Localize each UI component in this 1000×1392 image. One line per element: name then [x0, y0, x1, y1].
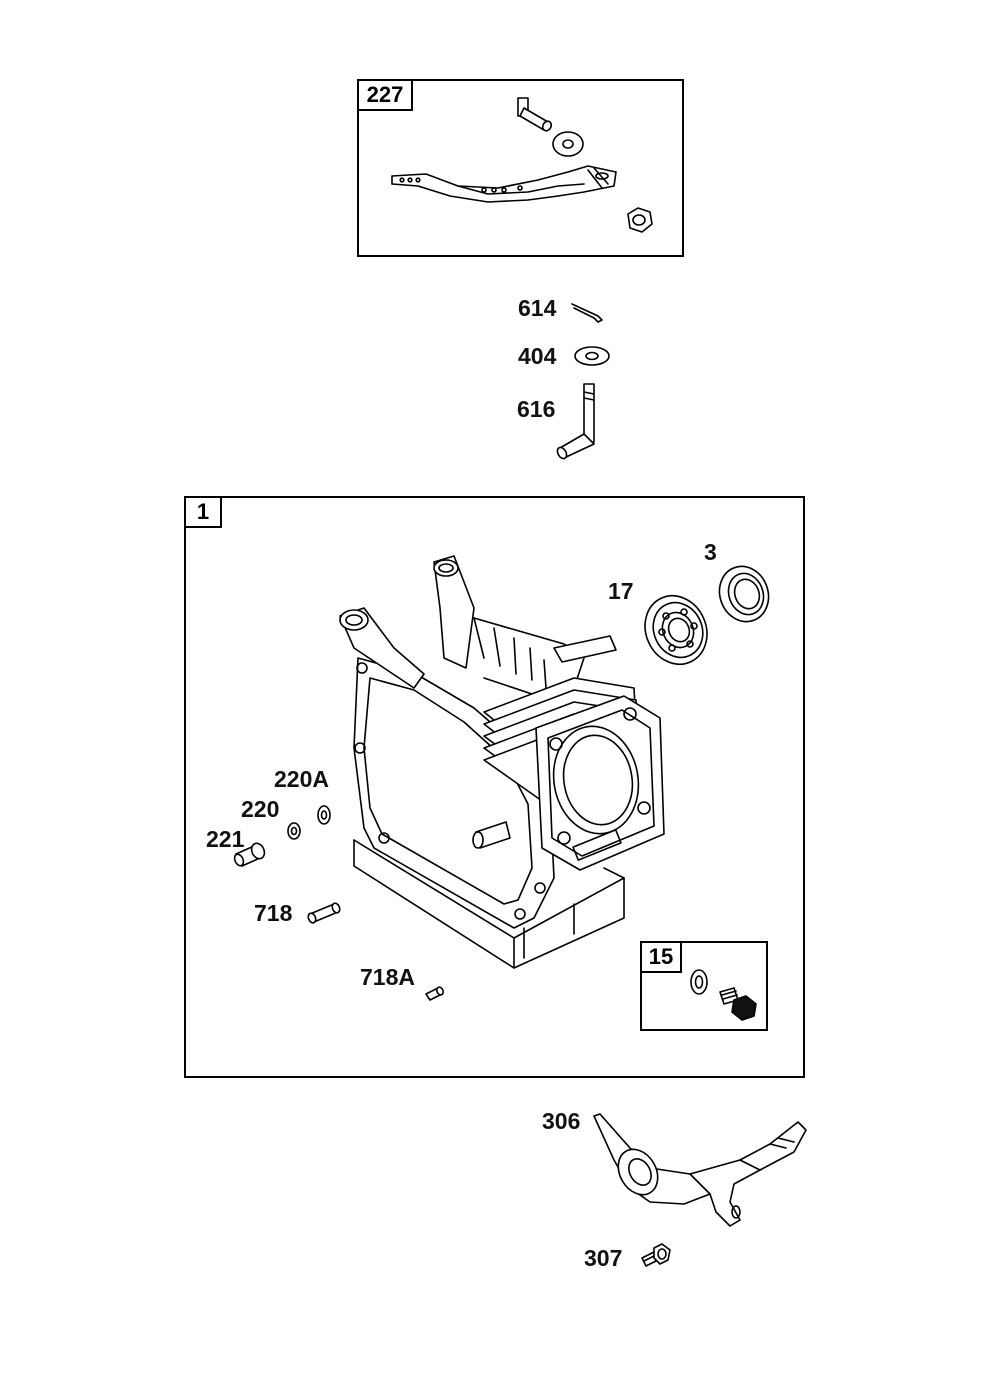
kit-tag-1: 1 — [184, 496, 222, 528]
callout-17: 17 — [608, 578, 634, 604]
bolt-307-part — [641, 1243, 671, 1267]
callout-307: 307 — [584, 1245, 623, 1271]
callout-3: 3 — [704, 539, 717, 565]
kit-box-1: 1 — [184, 496, 805, 1078]
bearing-part — [644, 595, 708, 665]
callout-614: 614 — [518, 295, 557, 321]
callout-718: 718 — [254, 900, 293, 926]
dowel-718A-part — [425, 986, 445, 1001]
kit-box-15: 15 — [640, 941, 768, 1031]
flat-washer-part — [574, 346, 610, 366]
kit-tag-15: 15 — [640, 941, 682, 973]
governor-nut-part — [627, 207, 653, 233]
kit-box-227: 227 — [357, 79, 684, 257]
bracket-306-part — [593, 1113, 807, 1227]
dowel-718-part — [307, 902, 341, 924]
drain-washer-part — [690, 969, 708, 995]
governor-bolt-part — [517, 97, 553, 132]
kit-tag-227: 227 — [357, 79, 413, 111]
governor-lever-part — [391, 165, 617, 203]
washer-220A-part — [317, 805, 331, 825]
callout-616: 616 — [517, 396, 556, 422]
governor-shaft-part — [556, 383, 595, 460]
oil-seal-part — [718, 565, 770, 623]
callout-404: 404 — [518, 343, 557, 369]
washer-220-part — [287, 822, 301, 840]
governor-washer-part — [552, 131, 584, 157]
cotter-pin-part — [571, 303, 603, 323]
pin-221-part — [233, 842, 266, 867]
callout-718A: 718A — [360, 964, 415, 990]
callout-306: 306 — [542, 1108, 581, 1134]
callout-221: 221 — [206, 826, 245, 852]
callout-220A: 220A — [274, 766, 329, 792]
callout-220: 220 — [241, 796, 280, 822]
drain-plug-part — [719, 987, 757, 1021]
engine-block-part — [339, 555, 665, 969]
